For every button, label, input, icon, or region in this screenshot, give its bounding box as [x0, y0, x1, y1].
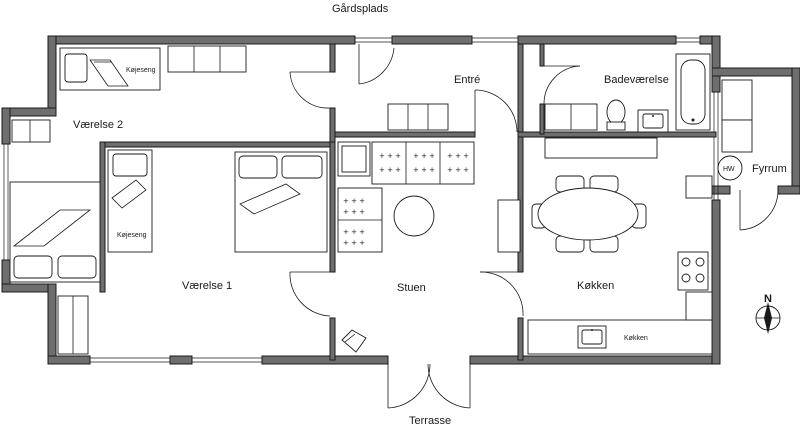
dining-table	[531, 175, 647, 253]
kitchen-wall-cabinet	[685, 175, 713, 199]
cabinet-left	[11, 119, 51, 143]
toilet	[606, 99, 626, 131]
badevaerelse-label: Badeværelse	[604, 74, 669, 86]
fyrrum-cabinet	[721, 79, 753, 153]
svg-text:+ + +: + + +	[413, 166, 435, 174]
north-label: N	[764, 293, 772, 305]
doors	[289, 44, 779, 409]
svg-text:+ + +: + + +	[343, 228, 365, 236]
wardrobe-top	[167, 45, 247, 73]
bathtub	[675, 53, 711, 131]
interior-walls	[99, 43, 717, 361]
gardsplads-label: Gårdsplads	[332, 3, 389, 15]
entre-cabinet	[387, 103, 449, 131]
svg-text:+ + +: + + +	[447, 166, 469, 174]
kojeseng-left-label: Køjeseng	[117, 232, 147, 239]
double-bed-right	[234, 151, 328, 253]
sofa-top	[371, 141, 475, 185]
sofa-left	[337, 187, 383, 253]
kitchen-counter	[527, 291, 713, 355]
terrasse-label: Terrasse	[409, 415, 451, 427]
svg-text:+ + +: + + +	[343, 197, 365, 205]
bath-cabinet	[544, 103, 598, 131]
stove	[677, 251, 709, 291]
kitchen-sideboard	[497, 199, 521, 253]
svg-text:+ + +: + + +	[343, 208, 365, 216]
svg-text:+ + +: + + +	[447, 152, 469, 160]
kokken-label: Køkken	[577, 280, 614, 292]
svg-text:+ + +: + + +	[379, 152, 401, 160]
sofa-left-pattern: + + + + + + + + + + + +	[343, 197, 365, 247]
svg-text:+ + +: + + +	[343, 239, 365, 247]
stuen-label: Stuen	[397, 282, 426, 294]
vaerelse2-label: Værelse 2	[73, 119, 123, 131]
svg-text:+ + +: + + +	[379, 166, 401, 174]
svg-text:+ + +: + + +	[413, 152, 435, 160]
sofa-top-pattern: + + + + + + + + + + + + + + + + + +	[379, 152, 469, 174]
vaerelse1-label: Værelse 1	[182, 280, 232, 292]
armchair	[341, 329, 367, 353]
kojeseng-top-label: Køjeseng	[126, 67, 156, 74]
bunk-bed-top	[59, 47, 161, 91]
wardrobe-bottom-left	[57, 295, 89, 355]
hw-boiler	[717, 155, 743, 181]
windows	[3, 37, 719, 363]
bath-sink	[637, 109, 669, 133]
kitchen-upper-counter	[544, 137, 658, 159]
bunk-bed-left	[107, 149, 153, 253]
coffee-table	[393, 195, 435, 237]
north-arrow	[755, 302, 781, 334]
side-table	[337, 141, 371, 177]
hw-label: HW	[723, 166, 735, 173]
entre-label: Entré	[454, 74, 480, 86]
double-bed-left	[9, 181, 101, 283]
kokken-counter-label: Køkken	[624, 335, 648, 342]
fyrrum-label: Fyrrum	[752, 163, 787, 175]
